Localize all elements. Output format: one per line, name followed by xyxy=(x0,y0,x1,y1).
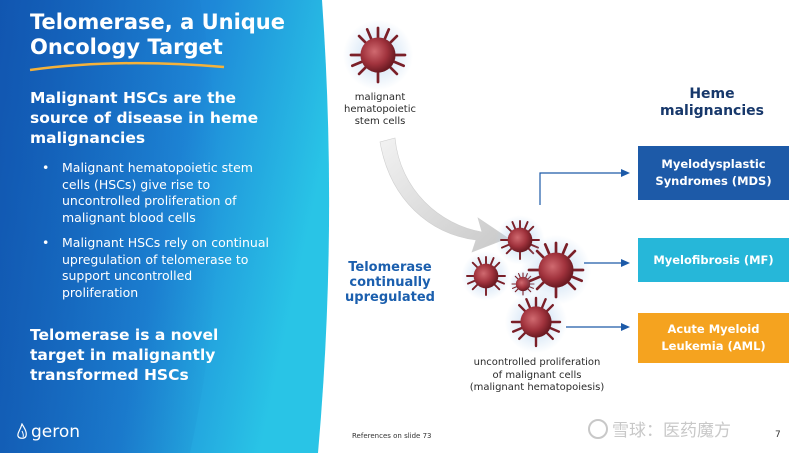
stem-cell-icon xyxy=(341,18,415,92)
arrow-to-mds xyxy=(539,172,622,205)
title-swoosh xyxy=(29,61,225,72)
curved-arrow xyxy=(379,137,509,253)
closing-statement: Telomerase is a novel target in malignan… xyxy=(30,326,219,384)
page-number: 7 xyxy=(775,430,781,440)
snowball-icon xyxy=(588,418,608,439)
references-note: References on slide 73 xyxy=(352,432,432,440)
logo-text: geron xyxy=(31,422,81,442)
telomerase-label: Telomerase continually upregulated xyxy=(345,260,435,305)
mf-box: Myelofibrosis (MF) xyxy=(638,238,789,282)
arrowhead-mds xyxy=(621,169,630,177)
geron-logo: geron xyxy=(16,422,80,442)
bullet-list: Malignant hematopoietic stem cells (HSCs… xyxy=(42,160,272,310)
stem-cell-caption: malignant hematopoietic stem cells xyxy=(344,92,416,127)
arrowhead-mf xyxy=(621,259,630,267)
arrowhead-aml xyxy=(621,323,630,331)
flame-icon xyxy=(17,423,27,439)
watermark: 雪球：医药魔方 xyxy=(588,416,731,441)
section-heading: Malignant HSCs are the source of disease… xyxy=(30,89,259,147)
proliferation-caption: uncontrolled proliferation of malignant … xyxy=(469,357,605,393)
panel-background xyxy=(0,0,330,453)
bullet-item: Malignant hematopoietic stem cells (HSCs… xyxy=(42,160,272,226)
slide-title: Telomerase, a Unique Oncology Target xyxy=(30,10,285,59)
heme-malignancies-title: Heme malignancies xyxy=(660,86,764,119)
bullet-item: Malignant HSCs rely on continual upregul… xyxy=(42,235,272,301)
left-panel: Telomerase, a Unique Oncology Target Mal… xyxy=(0,0,340,453)
